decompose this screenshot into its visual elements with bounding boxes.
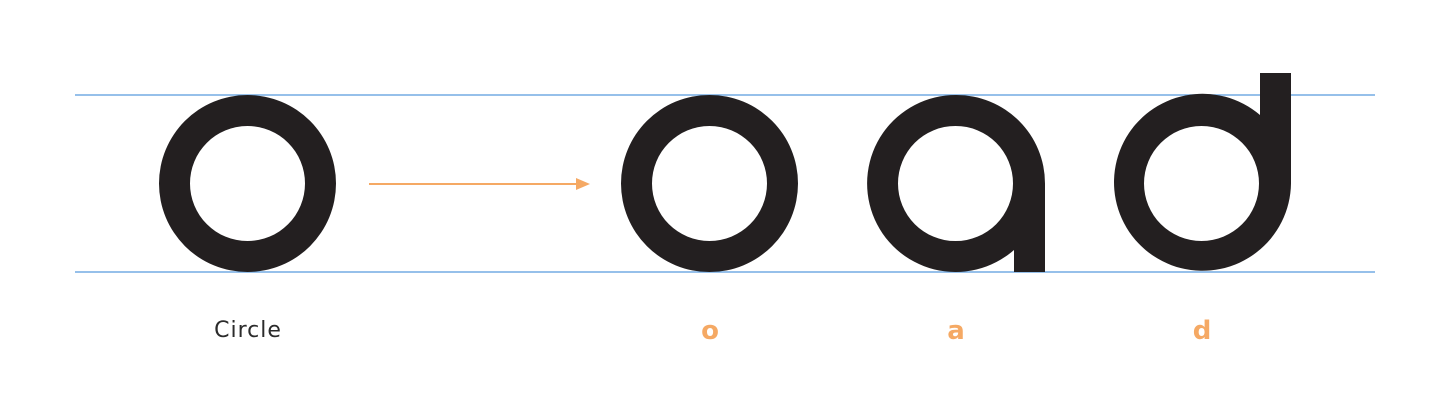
caption-letter-a: a: [947, 316, 965, 346]
letter-o-shape: [621, 94, 799, 273]
arrow-head-icon: [576, 178, 590, 190]
letter-a-shape: [867, 94, 1045, 272]
caption-letter-d: d: [1192, 316, 1212, 346]
caption-letter-o: o: [701, 316, 719, 346]
circle-shape: [159, 94, 336, 272]
letter-d-shape: [1114, 73, 1291, 271]
caption-circle: Circle: [214, 318, 282, 343]
